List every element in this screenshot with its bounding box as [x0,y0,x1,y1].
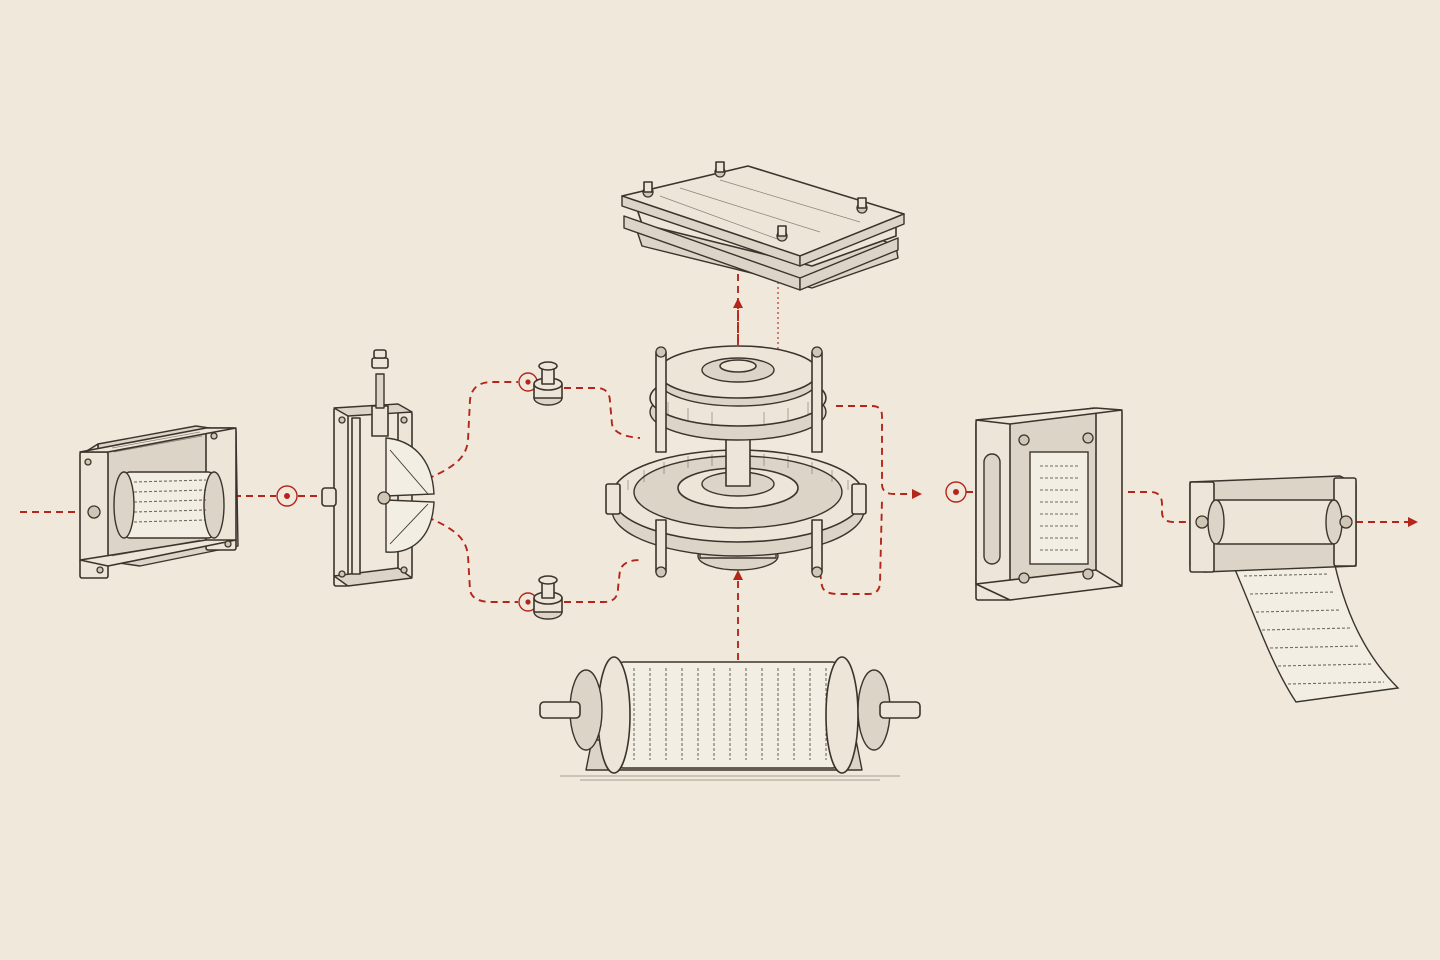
flow-node-4 [945,481,967,503]
flow-lines [20,262,1418,660]
flow-knob-lower-to-gear [564,559,641,603]
output-frame [975,407,1123,601]
bottom-drum [539,656,921,781]
flow-gear-lower-out [819,499,883,595]
splitter-press [321,349,435,587]
central-gear-assembly [605,345,867,578]
input-roller-frame [79,425,239,579]
paper-output-roller [1189,475,1400,703]
flow-split-lower [415,511,518,603]
top-plate-stack [621,161,905,291]
upper-knob [533,361,563,406]
flow-nodes [276,372,967,612]
flow-node-1 [276,485,298,507]
flow-gear-upper-out [836,405,922,499]
flow-split-upper [415,381,518,485]
lower-knob [533,575,563,620]
flow-knob-upper-to-gear [564,387,641,439]
flow-node-2 [518,372,538,392]
flow-frame-to-paper [1128,491,1200,523]
